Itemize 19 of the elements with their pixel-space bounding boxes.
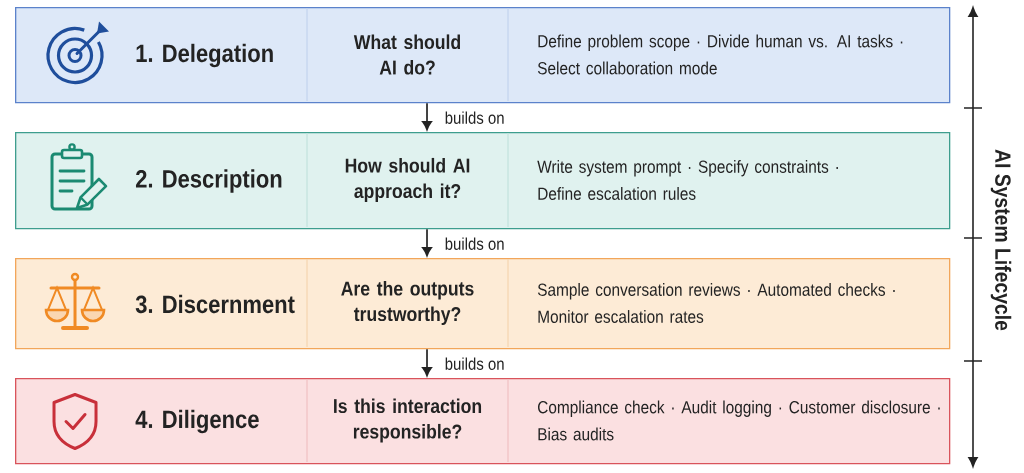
stage-title: 2. Description [136,169,282,193]
arrow [422,348,433,377]
task-list: Write system prompt · Specify constraints · Define escalation rules [537,160,838,200]
task-list: Define problem scope · Divide human vs. AI tasks · Select collaboration mode [537,34,903,75]
edge-label: builds on [443,235,507,252]
question-text: What should AI do? [353,34,460,75]
task-list: Sample conversation reviews · Automated checks · Monitor escalation rates [537,283,895,323]
question-text: Is this interaction responsible? [334,398,482,443]
axis-label: AI System Lifecycle [990,149,1012,331]
stage-title: 4. Diligence [135,409,259,434]
question-text: Are the outputs trustworthy? [341,280,474,326]
edge-label: builds on [443,355,507,372]
arrow [422,102,433,131]
task-list: Compliance check · Audit logging · Customer disclosure · Bias audits [538,400,940,441]
arrow [422,228,433,257]
stage-title: 1. Delegation [136,43,273,68]
stage-title: 3. Discernment [135,294,295,314]
edge-label: builds on [443,109,507,126]
question-text: How should AI approach it? [345,157,470,203]
